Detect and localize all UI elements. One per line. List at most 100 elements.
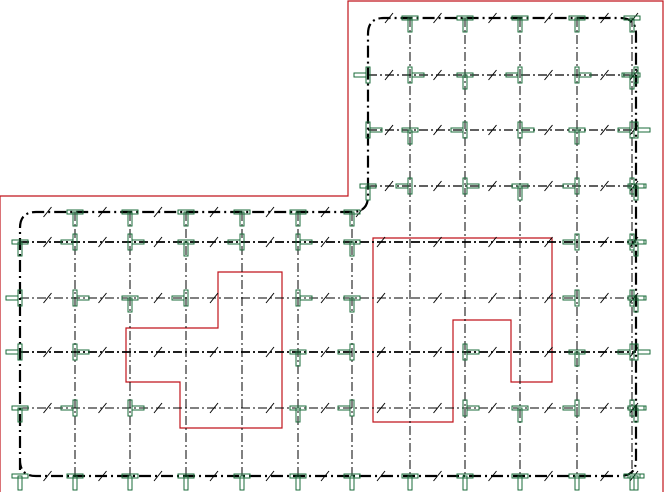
fixture-symbol (5, 343, 23, 361)
tick-mark (488, 236, 497, 248)
fixture-symbol (5, 289, 23, 307)
fixture-bar (11, 473, 29, 479)
fixture-symbol (568, 349, 586, 367)
tick-mark (265, 292, 275, 304)
fixture-symbol (60, 399, 78, 417)
fixture-leg (5, 349, 19, 355)
fixture-symbol (289, 405, 307, 423)
fixture-symbol (177, 473, 195, 491)
fixture-bar (343, 209, 361, 215)
fixture-bar (121, 473, 139, 479)
fixture-leg (521, 127, 535, 133)
fixture-symbol (11, 473, 29, 491)
fixture-symbol (121, 473, 139, 491)
fixture-bar (401, 473, 419, 479)
fixture-symbol (568, 473, 586, 491)
fixture-bar (511, 183, 529, 189)
fixture-leg (633, 241, 639, 257)
fixture-leg (349, 475, 355, 491)
fixture-symbol (72, 343, 90, 361)
fixture-symbol (72, 289, 90, 307)
fixture-bar (456, 15, 474, 21)
tick-mark (488, 12, 497, 24)
fixture-leg (131, 405, 145, 411)
fixture-symbols (5, 15, 651, 491)
fixture-bar (627, 239, 645, 245)
fixture-symbol (627, 405, 645, 423)
fixture-symbol (121, 209, 139, 227)
fixture-symbol (353, 66, 371, 84)
fixture-symbol (289, 349, 307, 367)
tick-mark (43, 206, 52, 218)
tick-mark (153, 346, 163, 358)
fixture-leg (637, 349, 651, 355)
fixture-symbol (562, 177, 580, 195)
fixture-symbol (289, 473, 307, 491)
fixture-leg (295, 351, 301, 367)
fixture-symbol (511, 183, 529, 201)
fixture-bar (177, 473, 195, 479)
fixture-symbol (505, 66, 523, 84)
fixture-leg (633, 475, 639, 491)
tick-mark (488, 470, 497, 482)
fixture-leg (466, 183, 480, 189)
fixture-symbol (401, 127, 419, 145)
fixture-symbol (627, 295, 645, 313)
tick-mark (376, 346, 386, 358)
fixture-bar (66, 473, 84, 479)
tick-mark (153, 402, 163, 414)
fixture-symbol (60, 233, 78, 251)
building-outline (18, 16, 638, 478)
fixture-symbol (456, 72, 474, 90)
fixture-bar (623, 15, 641, 21)
fixture-bar (233, 473, 251, 479)
tick-mark (376, 402, 386, 414)
fixture-leg (76, 295, 90, 301)
fixture-bar (343, 473, 361, 479)
fixture-leg (637, 127, 651, 133)
tick-mark (153, 292, 163, 304)
fixture-leg (517, 185, 523, 201)
fixture-symbol (233, 209, 251, 227)
tick-mark (43, 292, 52, 304)
fixture-bar (511, 405, 529, 411)
fixture-leg (5, 295, 19, 301)
fixture-leg (517, 475, 523, 491)
fixture-symbol (517, 121, 535, 139)
fixture-leg (60, 405, 74, 411)
fixture-bar (233, 209, 251, 215)
tick-mark (320, 470, 330, 482)
tick-mark (98, 346, 107, 358)
tick-mark (320, 402, 330, 414)
tick-mark (600, 12, 609, 24)
tick-mark (544, 180, 553, 192)
fixture-symbol (295, 289, 313, 307)
fixture-bar (121, 209, 139, 215)
tick-mark (433, 402, 442, 414)
tick-mark (544, 12, 553, 24)
fixture-bar (401, 15, 419, 21)
fixture-leg (349, 211, 355, 227)
tick-mark (433, 470, 442, 482)
fixture-symbol (401, 473, 419, 491)
fixture-leg (407, 475, 413, 491)
fixture-leg (617, 349, 631, 355)
fixture-symbol (633, 121, 651, 139)
grid-lines (18, 12, 639, 482)
fixture-symbol (343, 239, 361, 257)
tick-mark (98, 402, 107, 414)
fixture-symbol (562, 233, 580, 251)
fixture-leg (365, 185, 371, 201)
fixture-symbol (511, 15, 529, 33)
fixture-leg (562, 405, 576, 411)
tick-mark (43, 470, 52, 482)
fixture-symbol (127, 399, 145, 417)
tick-mark (320, 236, 330, 248)
fixture-leg (629, 17, 635, 33)
tick-mark (98, 206, 107, 218)
fixture-symbol (227, 233, 245, 251)
fixture-symbol (365, 121, 383, 139)
fixture-symbol (343, 473, 361, 491)
fixture-bar (11, 239, 29, 245)
